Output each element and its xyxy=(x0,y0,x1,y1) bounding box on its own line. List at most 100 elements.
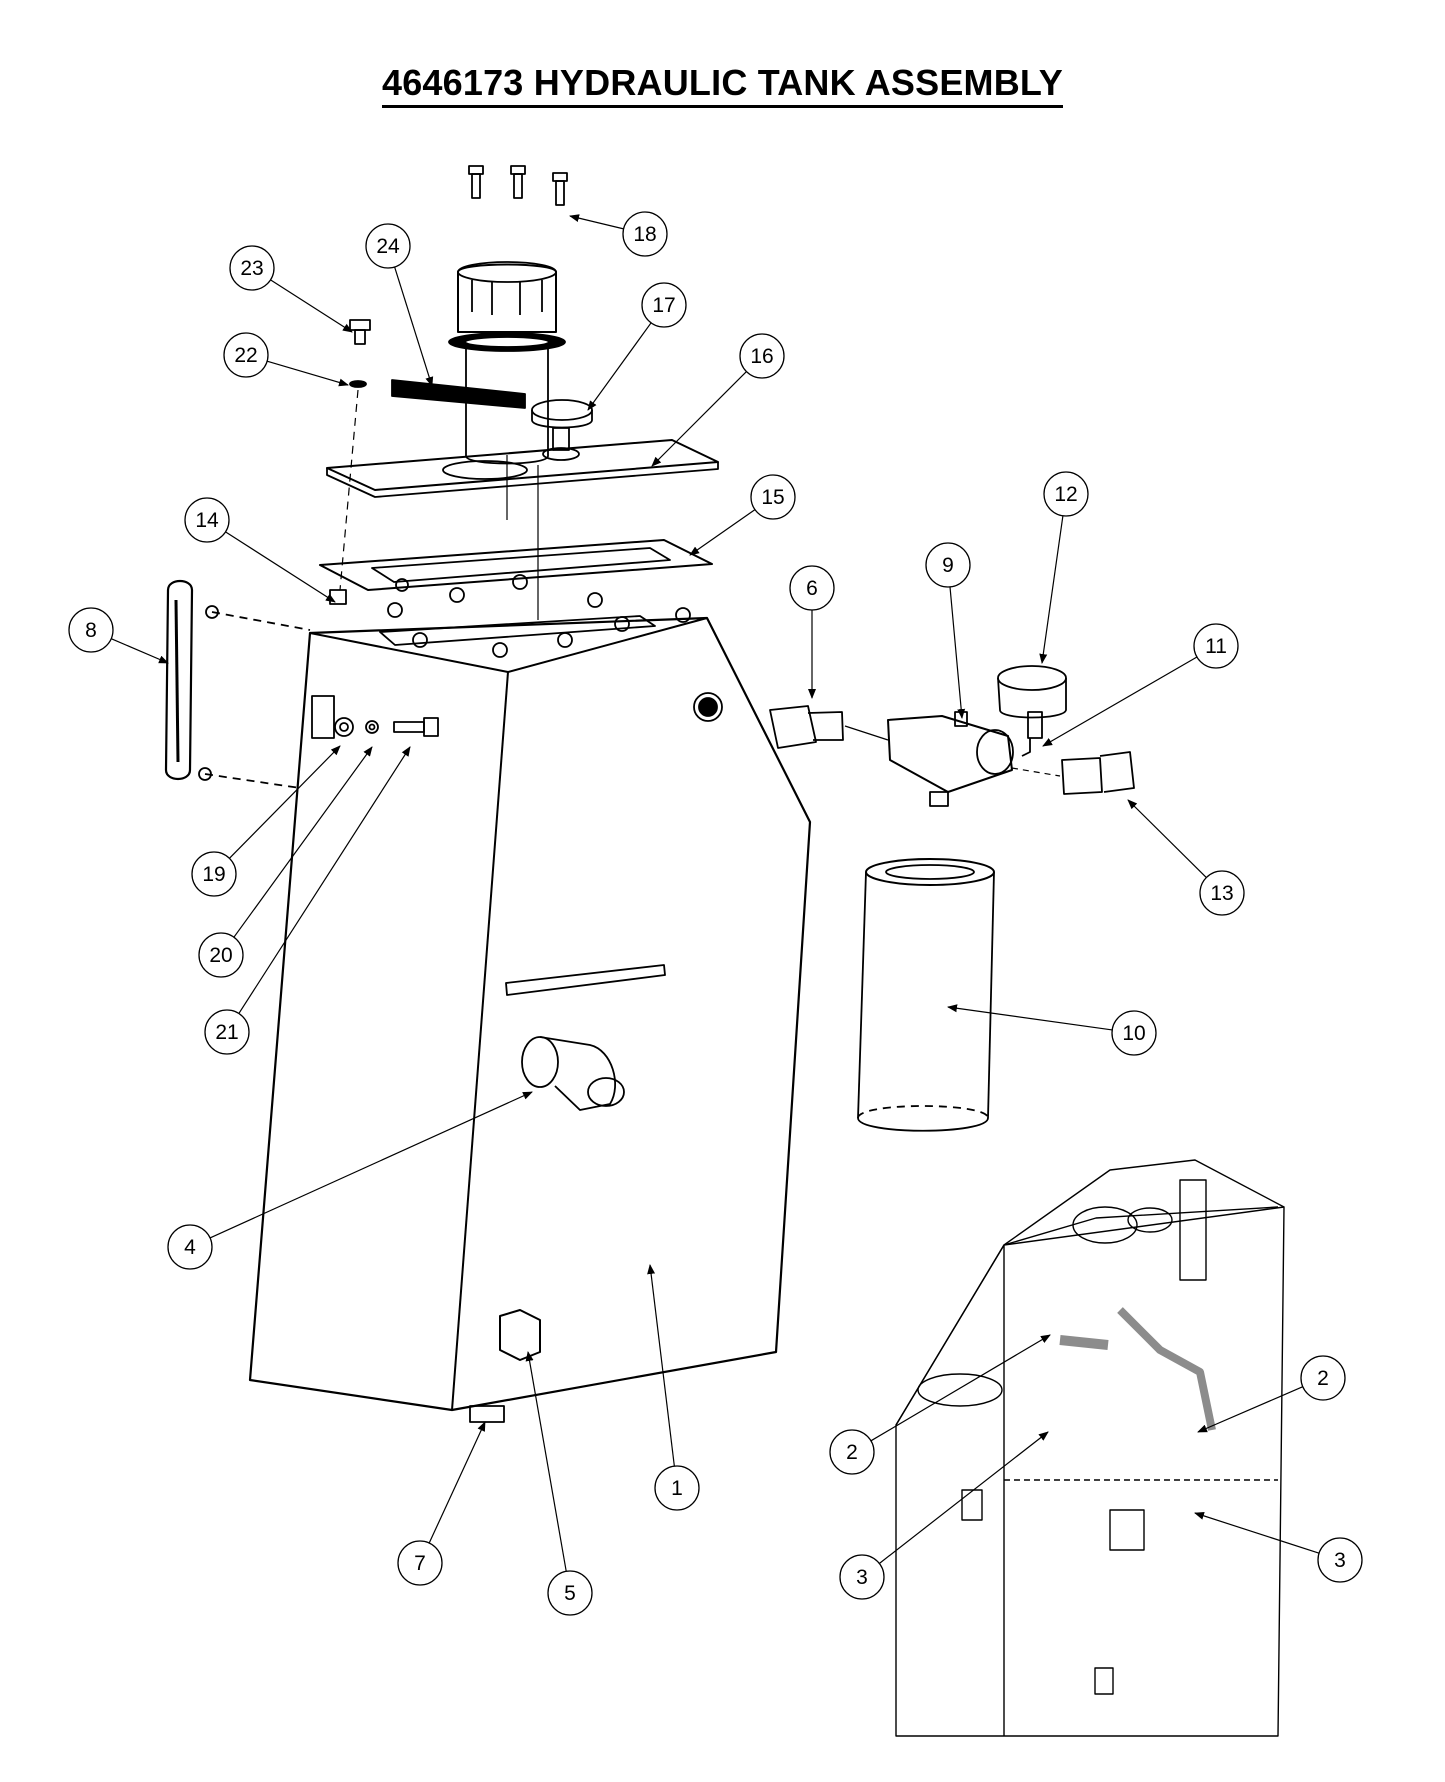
callout-circle xyxy=(229,245,275,291)
callout-label: 5 xyxy=(564,1582,576,1605)
callout-circle xyxy=(184,497,230,543)
bottom-plug-part-7 xyxy=(469,1405,505,1423)
callout-circle xyxy=(547,1570,593,1616)
washer-part-19 xyxy=(334,717,354,737)
callout-9: 9 xyxy=(925,542,971,588)
callout-7: 7 xyxy=(397,1540,443,1586)
callout-leader-22 xyxy=(266,360,349,387)
callout-label: 2 xyxy=(846,1441,858,1464)
tank-body-part-1 xyxy=(248,615,812,1412)
bolt-part-23 xyxy=(349,319,371,345)
callout-label: 3 xyxy=(856,1566,868,1589)
callout-leader-13 xyxy=(1127,799,1207,878)
callout-leader-2 xyxy=(870,1334,1051,1442)
callout-label: 24 xyxy=(376,235,400,258)
callout-leader-23 xyxy=(270,279,353,333)
callout-leader-14 xyxy=(225,531,336,603)
tank-top-bolt-row xyxy=(387,574,691,658)
callout-label: 7 xyxy=(414,1552,426,1575)
callout-circle xyxy=(397,1540,443,1586)
callout-circle xyxy=(641,282,687,328)
callout-1: 1 xyxy=(654,1465,700,1511)
filler-breather-cap xyxy=(448,261,566,620)
callout-label: 16 xyxy=(750,345,773,368)
lockwasher-part-20 xyxy=(365,720,379,734)
sight-glass-part-8 xyxy=(164,579,311,789)
callout-leader-1 xyxy=(647,1264,675,1467)
callout-label: 9 xyxy=(942,554,954,577)
bolt-part-21 xyxy=(393,717,439,737)
callout-label: 13 xyxy=(1210,882,1233,905)
callout-leader-3 xyxy=(878,1431,1049,1564)
callout-circle xyxy=(167,1224,213,1270)
callout-label: 3 xyxy=(1334,1549,1346,1572)
bolt-part-18 xyxy=(468,165,568,206)
callout-circle xyxy=(829,1429,875,1475)
callout-2: 2 xyxy=(829,1429,875,1475)
callout-circle xyxy=(750,474,796,520)
callout-16: 16 xyxy=(739,333,785,379)
assembled-tank-iso-view xyxy=(895,1159,1285,1737)
callout-14: 14 xyxy=(184,497,230,543)
callout-circle xyxy=(925,542,971,588)
callout-circle xyxy=(198,932,244,978)
callout-label: 8 xyxy=(85,619,97,642)
nut-part-14 xyxy=(329,589,347,605)
callout-circle xyxy=(191,851,237,897)
callout-5: 5 xyxy=(547,1570,593,1616)
callout-label: 2 xyxy=(1317,1367,1329,1390)
callout-label: 1 xyxy=(671,1477,683,1500)
callout-18: 18 xyxy=(622,211,668,257)
callout-13: 13 xyxy=(1199,870,1245,916)
callout-3: 3 xyxy=(1317,1537,1363,1583)
callout-leader-11 xyxy=(1042,656,1198,747)
callout-bubbles: 1223345678910111213141516171819202122232… xyxy=(68,211,1363,1616)
callout-label: 15 xyxy=(761,486,784,509)
callout-10: 10 xyxy=(1111,1010,1157,1056)
callout-label: 6 xyxy=(806,577,818,600)
callout-6: 6 xyxy=(789,565,835,611)
callout-circle xyxy=(789,565,835,611)
callout-label: 19 xyxy=(202,863,225,886)
callout-leader-21 xyxy=(238,746,411,1014)
callout-leader-24 xyxy=(394,266,434,387)
callout-24: 24 xyxy=(365,223,411,269)
callout-2: 2 xyxy=(1300,1355,1346,1401)
callout-leader-8 xyxy=(110,638,169,664)
callout-label: 12 xyxy=(1054,483,1077,506)
callout-leader-9 xyxy=(949,586,966,719)
callout-label: 23 xyxy=(240,257,263,280)
fitting-part-6 xyxy=(769,705,889,749)
drain-plug-part-5 xyxy=(499,1309,541,1361)
callout-leader-4 xyxy=(209,1091,533,1239)
callout-label: 22 xyxy=(234,344,257,367)
callout-circle xyxy=(1199,870,1245,916)
callout-leader-3 xyxy=(1194,1511,1320,1554)
callout-label: 17 xyxy=(652,294,675,317)
callout-circle xyxy=(839,1554,885,1600)
callout-leader-20 xyxy=(233,746,373,938)
diagram-title-text: 4646173 HYDRAULIC TANK ASSEMBLY xyxy=(381,62,1064,108)
callout-label: 14 xyxy=(195,509,219,532)
callout-circle xyxy=(365,223,411,269)
callout-circle xyxy=(1111,1010,1157,1056)
callout-leader-7 xyxy=(428,1421,486,1544)
callout-label: 10 xyxy=(1122,1022,1145,1045)
callout-4: 4 xyxy=(167,1224,213,1270)
callout-circle xyxy=(68,607,114,653)
callout-circle xyxy=(223,332,269,378)
callout-leader-16 xyxy=(651,371,747,467)
callout-leader-18 xyxy=(569,214,624,230)
washer-part-22 xyxy=(349,380,367,388)
callout-leader-2 xyxy=(1197,1386,1304,1433)
callout-20: 20 xyxy=(198,932,244,978)
callout-circle xyxy=(654,1465,700,1511)
callout-circle xyxy=(1317,1537,1363,1583)
callout-circle xyxy=(204,1009,250,1055)
callout-label: 4 xyxy=(184,1236,196,1259)
callout-leader-12 xyxy=(1039,515,1064,664)
cover-plate-part-16 xyxy=(326,439,719,498)
callout-17: 17 xyxy=(641,282,687,328)
callout-label: 20 xyxy=(209,944,232,967)
